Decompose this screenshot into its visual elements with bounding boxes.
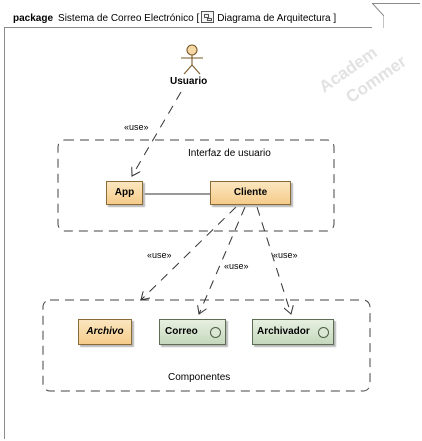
component-archivador[interactable]: Archivador [252,319,334,345]
component-app[interactable]: App [106,181,143,205]
group-componentes-label: Componentes [168,372,231,383]
frame-header: package Sistema de Correo Electrónico [ Di… [13,11,336,25]
component-cliente[interactable]: Cliente [210,181,291,205]
component-archivador-label: Archivador [257,326,310,337]
component-cliente-label: Cliente [233,187,268,198]
package-name: Sistema de Correo Electrónico [58,13,194,24]
edge-cliente-archivo [141,206,237,300]
component-archivo[interactable]: Archivo [78,319,132,345]
package-keyword: package [13,13,54,24]
component-app-label: App [114,187,135,198]
edge-cliente-correo-label: «use» [224,261,249,271]
group-interfaz-label: Interfaz de usuario [188,148,271,159]
interface-circle-icon [210,327,221,338]
edge-usuario-app-label: «use» [124,122,149,132]
component-correo[interactable]: Correo [159,319,226,345]
edge-cliente-correo [199,206,246,314]
edge-cliente-archivo-label: «use» [147,250,172,260]
actor-stick-figure [181,44,203,75]
group-componentes-box [42,299,371,392]
bracket-close: ] [333,13,337,24]
diagram-name: Diagrama de Arquitectura [217,13,331,24]
edge-cliente-archivador [256,206,291,314]
edge-cliente-archivador-label: «use» [273,250,298,260]
frame-header-tab: package Sistema de Correo Electrónico [ Di… [4,3,372,28]
actor-usuario-label: Usuario [170,76,208,87]
bracket-open: [ [196,13,200,24]
diagram-icon [201,11,215,23]
edge-usuario-app [132,91,182,176]
component-archivo-label: Archivo [86,326,124,337]
component-correo-label: Correo [165,326,198,337]
interface-circle-icon [318,327,329,338]
frame-tab-fold [372,3,384,28]
